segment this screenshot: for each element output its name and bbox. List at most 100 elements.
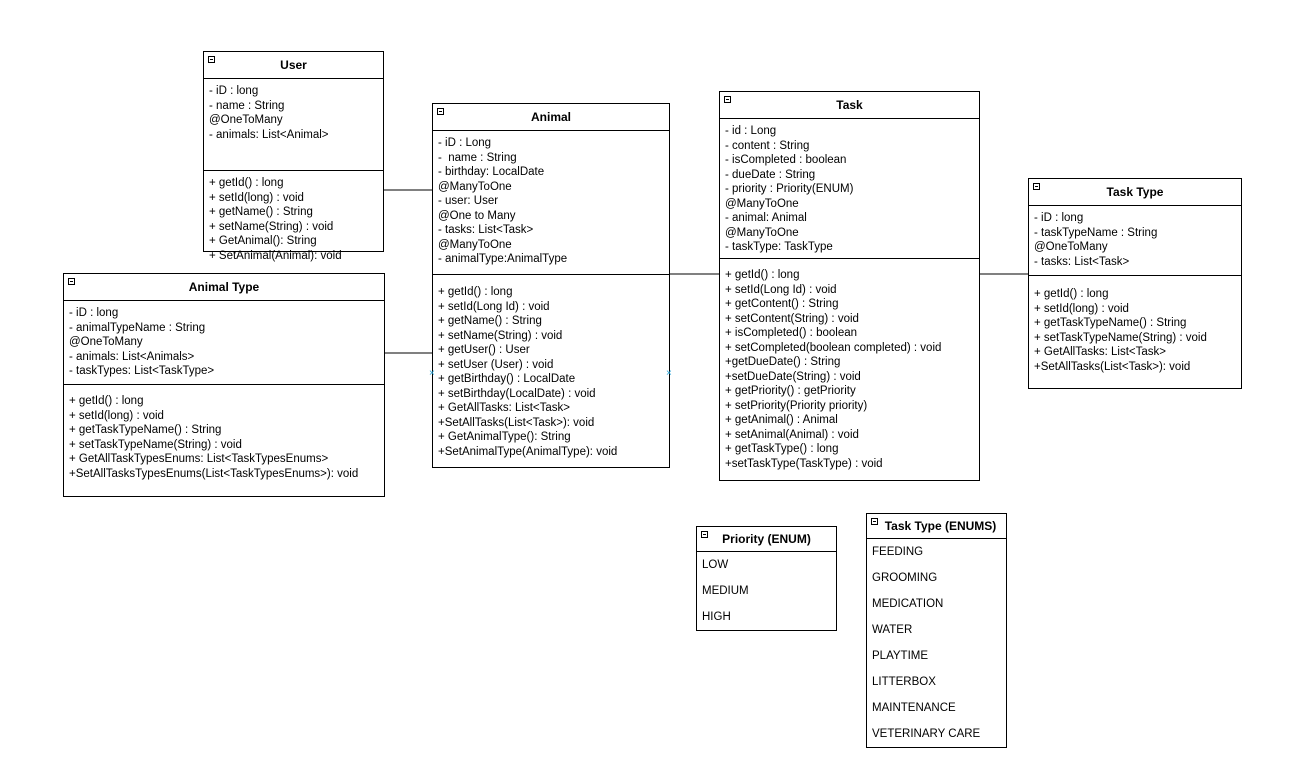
enum-title: Priority (ENUM) xyxy=(697,527,836,552)
attribute: - birthday: LocalDate xyxy=(438,166,545,178)
method: + setId(long) : void xyxy=(69,409,164,422)
attribute: @ManyToOne xyxy=(725,226,799,239)
class-name: Animal xyxy=(530,110,571,124)
method: + setAnimal(Animal) : void xyxy=(725,428,859,441)
attribute: - iD : long xyxy=(209,85,259,97)
method: + getId() : long xyxy=(1034,288,1109,300)
method: +setDueDate(String) : void xyxy=(725,370,861,383)
class-animal-type[interactable]: Animal Type - iD : long - animalTypeName… xyxy=(63,273,385,497)
collapse-icon[interactable] xyxy=(437,108,444,115)
method: + isCompleted() : boolean xyxy=(725,327,858,339)
method: + getTaskTypeName() : String xyxy=(69,424,222,436)
attribute: - dueDate : String xyxy=(725,168,816,181)
method: + setId(Long Id) : void xyxy=(438,300,550,313)
attribute: - animals: List<Animal> xyxy=(209,128,329,141)
selection-handle-icon[interactable]: × xyxy=(666,368,672,379)
attribute: - tasks: List<Task> xyxy=(438,224,534,236)
class-title: User xyxy=(204,52,383,79)
attribute: - id : Long xyxy=(725,125,777,137)
attribute: @One to Many xyxy=(438,209,516,222)
collapse-icon[interactable] xyxy=(1033,183,1040,190)
attribute: - priority : Priority(ENUM) xyxy=(725,183,854,195)
attribute: - user: User xyxy=(438,195,499,207)
class-task[interactable]: Task - id : Long - content : String - is… xyxy=(719,91,980,481)
method: + getAnimal() : Animal xyxy=(725,414,838,426)
method: + getName() : String xyxy=(438,315,542,327)
attributes-section: - iD : long - name : String @OneToMany -… xyxy=(204,79,383,171)
attribute: - content : String xyxy=(725,139,810,152)
method: + GetAllTaskTypesEnums: List<TaskTypesEn… xyxy=(69,453,329,465)
attribute: - animalType:AnimalType xyxy=(438,253,568,265)
enum-task-type[interactable]: Task Type (ENUMS) FEEDING GROOMING MEDIC… xyxy=(866,513,1007,748)
method: + GetAllTasks: List<Task> xyxy=(438,402,570,414)
enum-literal: MAINTENANCE xyxy=(872,702,956,714)
method: + setContent(String) : void xyxy=(725,312,859,325)
attribute: - taskType: TaskType xyxy=(725,241,833,253)
enum-literal: HIGH xyxy=(702,611,731,623)
enum-name: Task Type (ENUMS) xyxy=(884,519,997,533)
enum-literal: WATER xyxy=(872,624,913,636)
method: + getContent() : String xyxy=(725,298,839,310)
enum-literal: MEDICATION xyxy=(872,598,944,610)
method: + getPriority() : getPriority xyxy=(725,385,856,397)
class-user[interactable]: User - iD : long - name : String @OneToM… xyxy=(203,51,384,262)
method: + setTaskTypeName(String) : void xyxy=(1034,331,1207,344)
attribute: - name : String xyxy=(209,99,285,112)
method: + setCompleted(boolean completed) : void xyxy=(725,341,942,354)
attribute: @ManyToOne xyxy=(438,238,512,251)
attribute: - taskTypes: List<TaskType> xyxy=(69,365,215,377)
method: + getTaskType() : long xyxy=(725,443,839,455)
method: + setUser (User) : void xyxy=(438,358,554,371)
enum-literal: LOW xyxy=(702,559,729,571)
collapse-icon[interactable] xyxy=(208,56,215,63)
attributes-section: - iD : Long - name : String - birthday: … xyxy=(433,131,669,275)
method: +setTaskType(TaskType) : void xyxy=(725,457,883,470)
class-name: Animal Type xyxy=(188,280,260,294)
enum-literal: VETERINARY CARE xyxy=(872,728,981,740)
attributes-section: - iD : long - taskTypeName : String @One… xyxy=(1029,206,1241,276)
class-animal[interactable]: Animal - iD : Long - name : String - bir… xyxy=(432,103,670,468)
attributes-section: - iD : long - animalTypeName : String @O… xyxy=(64,301,384,385)
attribute: @ManyToOne xyxy=(438,180,512,193)
collapse-icon[interactable] xyxy=(724,96,731,103)
attribute: - name : String xyxy=(438,151,517,164)
method: +SetAllTasks(List<Task>): void xyxy=(1034,360,1191,373)
collapse-icon[interactable] xyxy=(701,531,708,538)
attribute: @OneToMany xyxy=(1034,241,1108,253)
attribute: - iD : Long xyxy=(438,137,492,149)
method: + setId(long) : void xyxy=(209,191,304,204)
enum-title: Task Type (ENUMS) xyxy=(867,514,1006,539)
class-title: Animal xyxy=(433,104,669,131)
method: + getBirthday() : LocalDate xyxy=(438,373,576,385)
collapse-icon[interactable] xyxy=(68,278,75,285)
method: + setId(Long Id) : void xyxy=(725,283,837,296)
attribute: - iD : long xyxy=(69,307,119,319)
attribute: - animals: List<Animals> xyxy=(69,350,195,363)
class-title: Task Type xyxy=(1029,179,1241,206)
method: + setTaskTypeName(String) : void xyxy=(69,438,242,451)
method: + getUser() : User xyxy=(438,344,530,356)
collapse-icon[interactable] xyxy=(871,518,878,525)
method: + getId() : long xyxy=(438,286,513,298)
method: +SetAnimalType(AnimalType): void xyxy=(438,445,618,458)
attribute: - taskTypeName : String xyxy=(1034,226,1158,239)
class-name: User xyxy=(280,58,307,72)
attributes-section: - id : Long - content : String - isCompl… xyxy=(720,119,979,259)
method: +SetAllTasksTypesEnums(List<TaskTypesEnu… xyxy=(69,467,359,480)
attribute: - iD : long xyxy=(1034,212,1084,224)
enum-literal: PLAYTIME xyxy=(872,650,929,662)
method: + GetAnimalType(): String xyxy=(438,431,571,443)
methods-section: + getId() : long + setId(Long Id) : void… xyxy=(433,275,669,459)
class-title: Task xyxy=(720,92,979,119)
enum-literal: LITTERBOX xyxy=(872,676,936,688)
method: + getName() : String xyxy=(209,206,313,218)
enum-literal: FEEDING xyxy=(872,546,924,558)
selection-handle-icon[interactable]: × xyxy=(429,368,435,379)
class-name: Task Type xyxy=(1106,185,1164,199)
enum-name: Priority (ENUM) xyxy=(722,532,811,546)
class-task-type[interactable]: Task Type - iD : long - taskTypeName : S… xyxy=(1028,178,1242,389)
methods-section: + getId() : long + setId(Long Id) : void… xyxy=(720,259,979,471)
methods-section: + getId() : long + setId(long) : void + … xyxy=(64,385,384,481)
enum-priority[interactable]: Priority (ENUM) LOW MEDIUM HIGH xyxy=(696,526,837,631)
method: +SetAllTasks(List<Task>): void xyxy=(438,416,595,429)
